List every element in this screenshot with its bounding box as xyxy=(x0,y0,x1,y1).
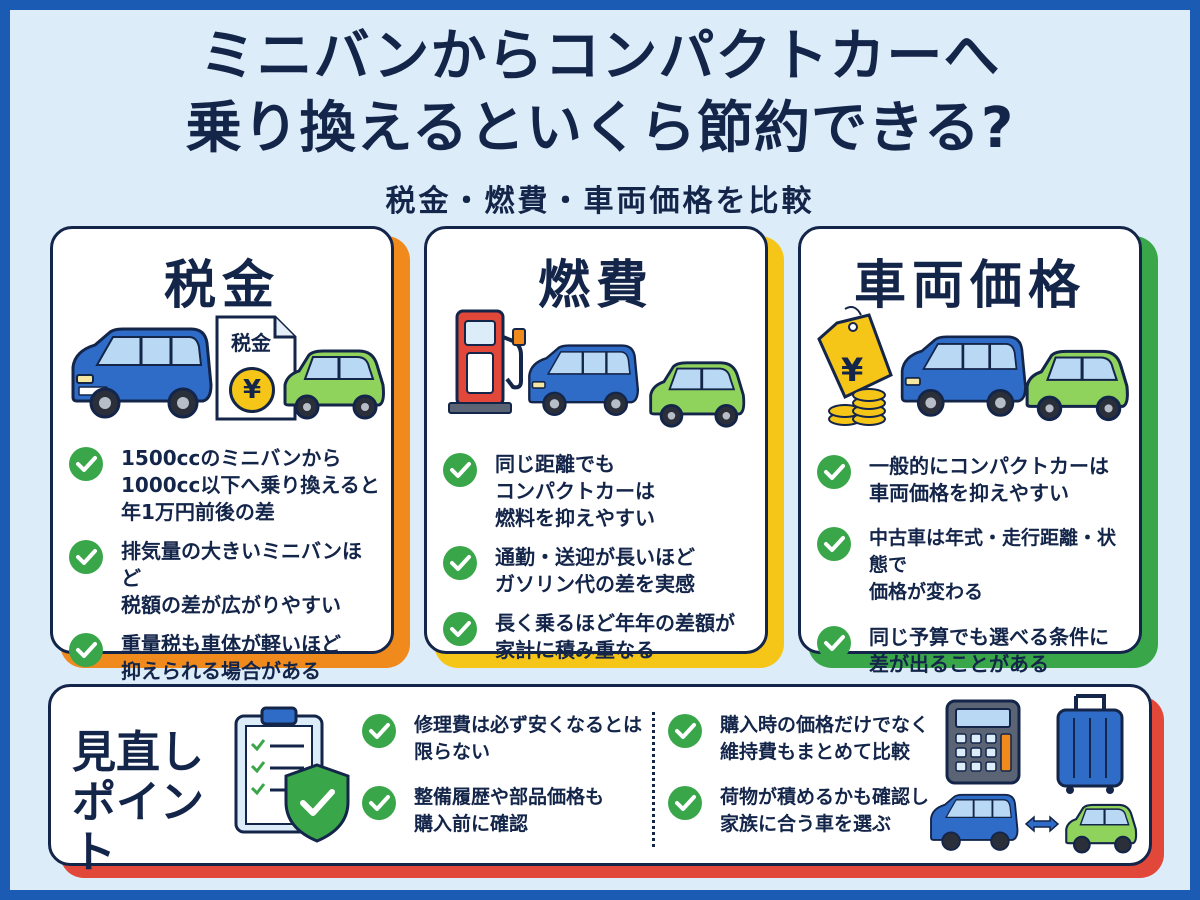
fuel-bullet-list: 同じ距離でも コンパクトカーは 燃料を抑えやすい 通勤・送迎が長いほど ガソリン… xyxy=(443,451,755,676)
check-icon xyxy=(69,447,103,481)
clipboard-icon xyxy=(232,706,328,840)
price-bullet-list: 一般的にコンパクトカーは 車両価格を抑えやすい 中古車は年式・走行距離・状態で … xyxy=(817,453,1129,690)
bullet-text: 中古車は年式・走行距離・状態で 価格が変わる xyxy=(869,527,1117,603)
check-icon xyxy=(69,540,103,574)
check-icon xyxy=(362,714,396,748)
bullet-text: 1500ccのミニバンから 1000cc以下へ乗り換えると 年1万円前後の差 xyxy=(121,446,380,524)
review-left-list: 修理費は必ず安くなるとは 限らない 整備履歴や部品価格も 購入前に確認 xyxy=(362,712,652,850)
bullet-text: 長く乗るほど年年の差額が 家計に積み重なる xyxy=(495,611,735,662)
bullet-text: 同じ距離でも コンパクトカーは 燃料を抑えやすい xyxy=(495,452,655,530)
price-card-title: 車両価格 xyxy=(853,256,1086,316)
list-item: 一般的にコンパクトカーは 車両価格を抑えやすい xyxy=(817,453,1129,507)
divider xyxy=(652,712,655,847)
minivan-icon xyxy=(926,792,1020,854)
compact-car-icon xyxy=(279,347,389,423)
tax-card-title: 税金 xyxy=(163,256,280,316)
bullet-text: 一般的にコンパクトカーは 車両価格を抑えやすい xyxy=(869,454,1109,505)
shield-check-icon xyxy=(282,762,352,848)
list-item: 修理費は必ず安くなるとは 限らない xyxy=(362,712,652,766)
bullet-text: 通勤・送迎が長いほど ガソリン代の差を実感 xyxy=(495,545,695,596)
tax-bullet-list: 1500ccのミニバンから 1000cc以下へ乗り換えると 年1万円前後の差 排… xyxy=(69,445,381,697)
minivan-icon xyxy=(895,333,1029,421)
list-item: 整備履歴や部品価格も 購入前に確認 xyxy=(362,784,652,838)
list-item: 重量税も車体が軽いほど 抑えられる場合がある xyxy=(69,631,381,685)
suitcase-icon xyxy=(1052,692,1128,800)
check-icon xyxy=(443,546,477,580)
check-icon xyxy=(817,527,851,561)
list-item: 中古車は年式・走行距離・状態で 価格が変わる xyxy=(817,525,1129,606)
list-item: 同じ予算でも選べる条件に 差が出ることがある xyxy=(817,624,1129,678)
compact-car-icon xyxy=(1062,802,1140,856)
page-title-line2: 乗り換えるといくら節約できる? xyxy=(185,96,1015,161)
tax-document-label: 税金 xyxy=(231,331,271,355)
list-item: 購入時の価格だけでなく 維持費もまとめて比較 xyxy=(668,712,940,766)
bullet-text: 排気量の大きいミニバンほど 税額の差が広がりやすい xyxy=(121,539,362,617)
minivan-icon xyxy=(523,341,641,421)
bullet-text: 購入時の価格だけでなく 維持費もまとめて比較 xyxy=(720,714,930,763)
check-icon xyxy=(817,455,851,489)
fuel-pump-icon xyxy=(447,307,531,421)
calculator-icon xyxy=(944,698,1022,790)
fuel-card-title: 燃費 xyxy=(537,256,654,316)
minivan-icon xyxy=(65,325,215,423)
price-tag-yen: ¥ xyxy=(841,351,864,389)
list-item: 排気量の大きいミニバンほど 税額の差が広がりやすい xyxy=(69,538,381,619)
yen-symbol: ¥ xyxy=(242,375,262,405)
check-icon xyxy=(443,612,477,646)
bullet-text: 修理費は必ず安くなるとは 限らない xyxy=(414,714,643,763)
bullet-text: 整備履歴や部品価格も 購入前に確認 xyxy=(414,786,605,835)
list-item: 通勤・送迎が長いほど ガソリン代の差を実感 xyxy=(443,544,755,598)
price-card: 車両価格 ¥ xyxy=(798,226,1142,676)
list-item: 長く乗るほど年年の差額が 家計に積み重なる xyxy=(443,610,755,664)
check-icon xyxy=(443,453,477,487)
compact-car-icon xyxy=(1021,347,1133,425)
bullet-text: 同じ予算でも選べる条件に 差が出ることがある xyxy=(869,625,1109,676)
bullet-text: 重量税も車体が軽いほど 抑えられる場合がある xyxy=(121,632,341,683)
check-icon xyxy=(362,786,396,820)
compact-car-icon xyxy=(645,359,749,431)
check-icon xyxy=(817,626,851,660)
list-item: 1500ccのミニバンから 1000cc以下へ乗り換えると 年1万円前後の差 xyxy=(69,445,381,526)
tax-card: 税金 税金 ¥ xyxy=(50,226,394,683)
review-title: 見直し ポイント xyxy=(72,727,204,878)
check-icon xyxy=(668,714,702,748)
check-icon xyxy=(668,786,702,820)
page-subtitle: 税金・燃費・車両価格を比較 xyxy=(385,184,815,219)
page-title-line1: ミニバンからコンパクトカーへ xyxy=(199,24,1001,89)
check-icon xyxy=(69,633,103,667)
review-right-list: 購入時の価格だけでなく 維持費もまとめて比較 荷物が積めるかも確認し 家族に合う… xyxy=(668,712,940,850)
yen-coin-icon: ¥ xyxy=(229,367,275,413)
fuel-card: 燃費 xyxy=(424,226,768,662)
coin-stack-icon xyxy=(825,381,889,431)
swap-arrow-icon xyxy=(1024,814,1060,838)
bullet-text: 荷物が積めるかも確認し 家族に合う車を選ぶ xyxy=(720,786,930,835)
price-tag-icon xyxy=(815,305,895,409)
list-item: 同じ距離でも コンパクトカーは 燃料を抑えやすい xyxy=(443,451,755,532)
list-item: 荷物が積めるかも確認し 家族に合う車を選ぶ xyxy=(668,784,940,838)
